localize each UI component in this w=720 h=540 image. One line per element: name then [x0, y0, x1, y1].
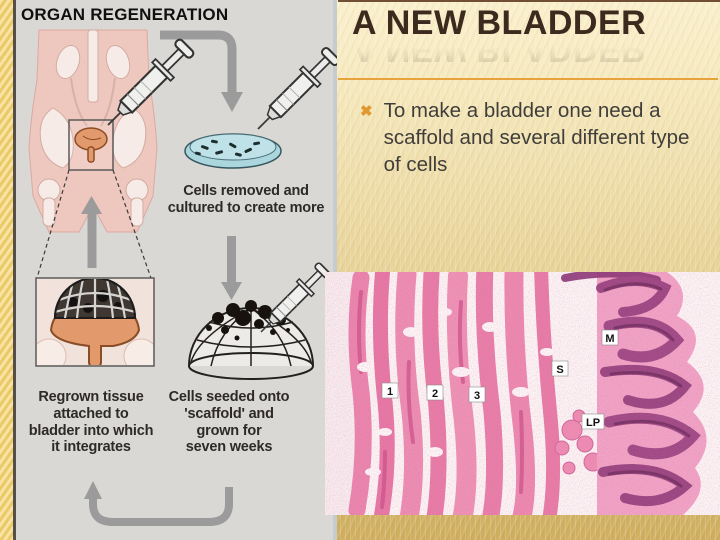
- magnifier-dashed-lines: [36, 169, 152, 279]
- organ-regeneration-figure: ORGAN REGENERATION Cells removed and cul…: [13, 0, 337, 540]
- organ-diagram-illustration: [13, 0, 337, 540]
- left-gold-strip: [0, 0, 13, 540]
- svg-text:M: M: [605, 333, 614, 345]
- histology-label-m: M: [601, 329, 619, 346]
- curved-arrow-icon: [160, 30, 243, 112]
- down-arrow-icon: [221, 236, 242, 300]
- bullet-text: To make a bladder one need a scaffold an…: [383, 99, 690, 177]
- top-border-line: [338, 0, 720, 2]
- cycle-arrow-icon: [84, 481, 233, 526]
- accent-divider: [338, 78, 718, 80]
- slide-title: A NEW BLADDER: [352, 4, 647, 42]
- histology-micrograph: 1 2 3 S M LP: [325, 257, 720, 530]
- caption-cells-seeded: Cells seeded onto 'scaffold' and grown f…: [168, 389, 290, 456]
- scaffold-bladder-zoom-box: [35, 277, 155, 367]
- bullet-marker-icon: ✖: [360, 103, 373, 120]
- histology-label-1: 1: [381, 382, 399, 399]
- svg-text:3: 3: [474, 390, 480, 402]
- histology-label-s: S: [551, 360, 569, 377]
- title-block: A NEW BLADDER A NEW BLADDER: [352, 4, 712, 69]
- bladder-highlight-box: [68, 119, 114, 171]
- histology-image: 1 2 3 S M LP: [325, 257, 720, 530]
- svg-text:2: 2: [432, 388, 438, 400]
- bullet-item: ✖ To make a bladder one need a scaffold …: [360, 97, 690, 178]
- svg-text:S: S: [556, 364, 563, 376]
- slide-title-reflection: A NEW BLADDER: [352, 30, 647, 69]
- caption-cells-cultured: Cells removed and cultured to create mor…: [167, 183, 325, 216]
- caption-regrown-tissue: Regrown tissue attached to bladder into …: [28, 389, 154, 456]
- svg-text:1: 1: [387, 386, 393, 398]
- organ-diagram-title: ORGAN REGENERATION: [21, 5, 229, 24]
- petri-dish-icon: [184, 133, 282, 169]
- svg-text:LP: LP: [586, 417, 600, 429]
- histology-labels: 1 2 3 S M LP: [381, 329, 619, 430]
- up-arrow-icon: [81, 196, 102, 268]
- histology-label-lp: LP: [581, 413, 605, 430]
- histology-label-2: 2: [426, 384, 444, 401]
- histology-label-3: 3: [468, 386, 486, 403]
